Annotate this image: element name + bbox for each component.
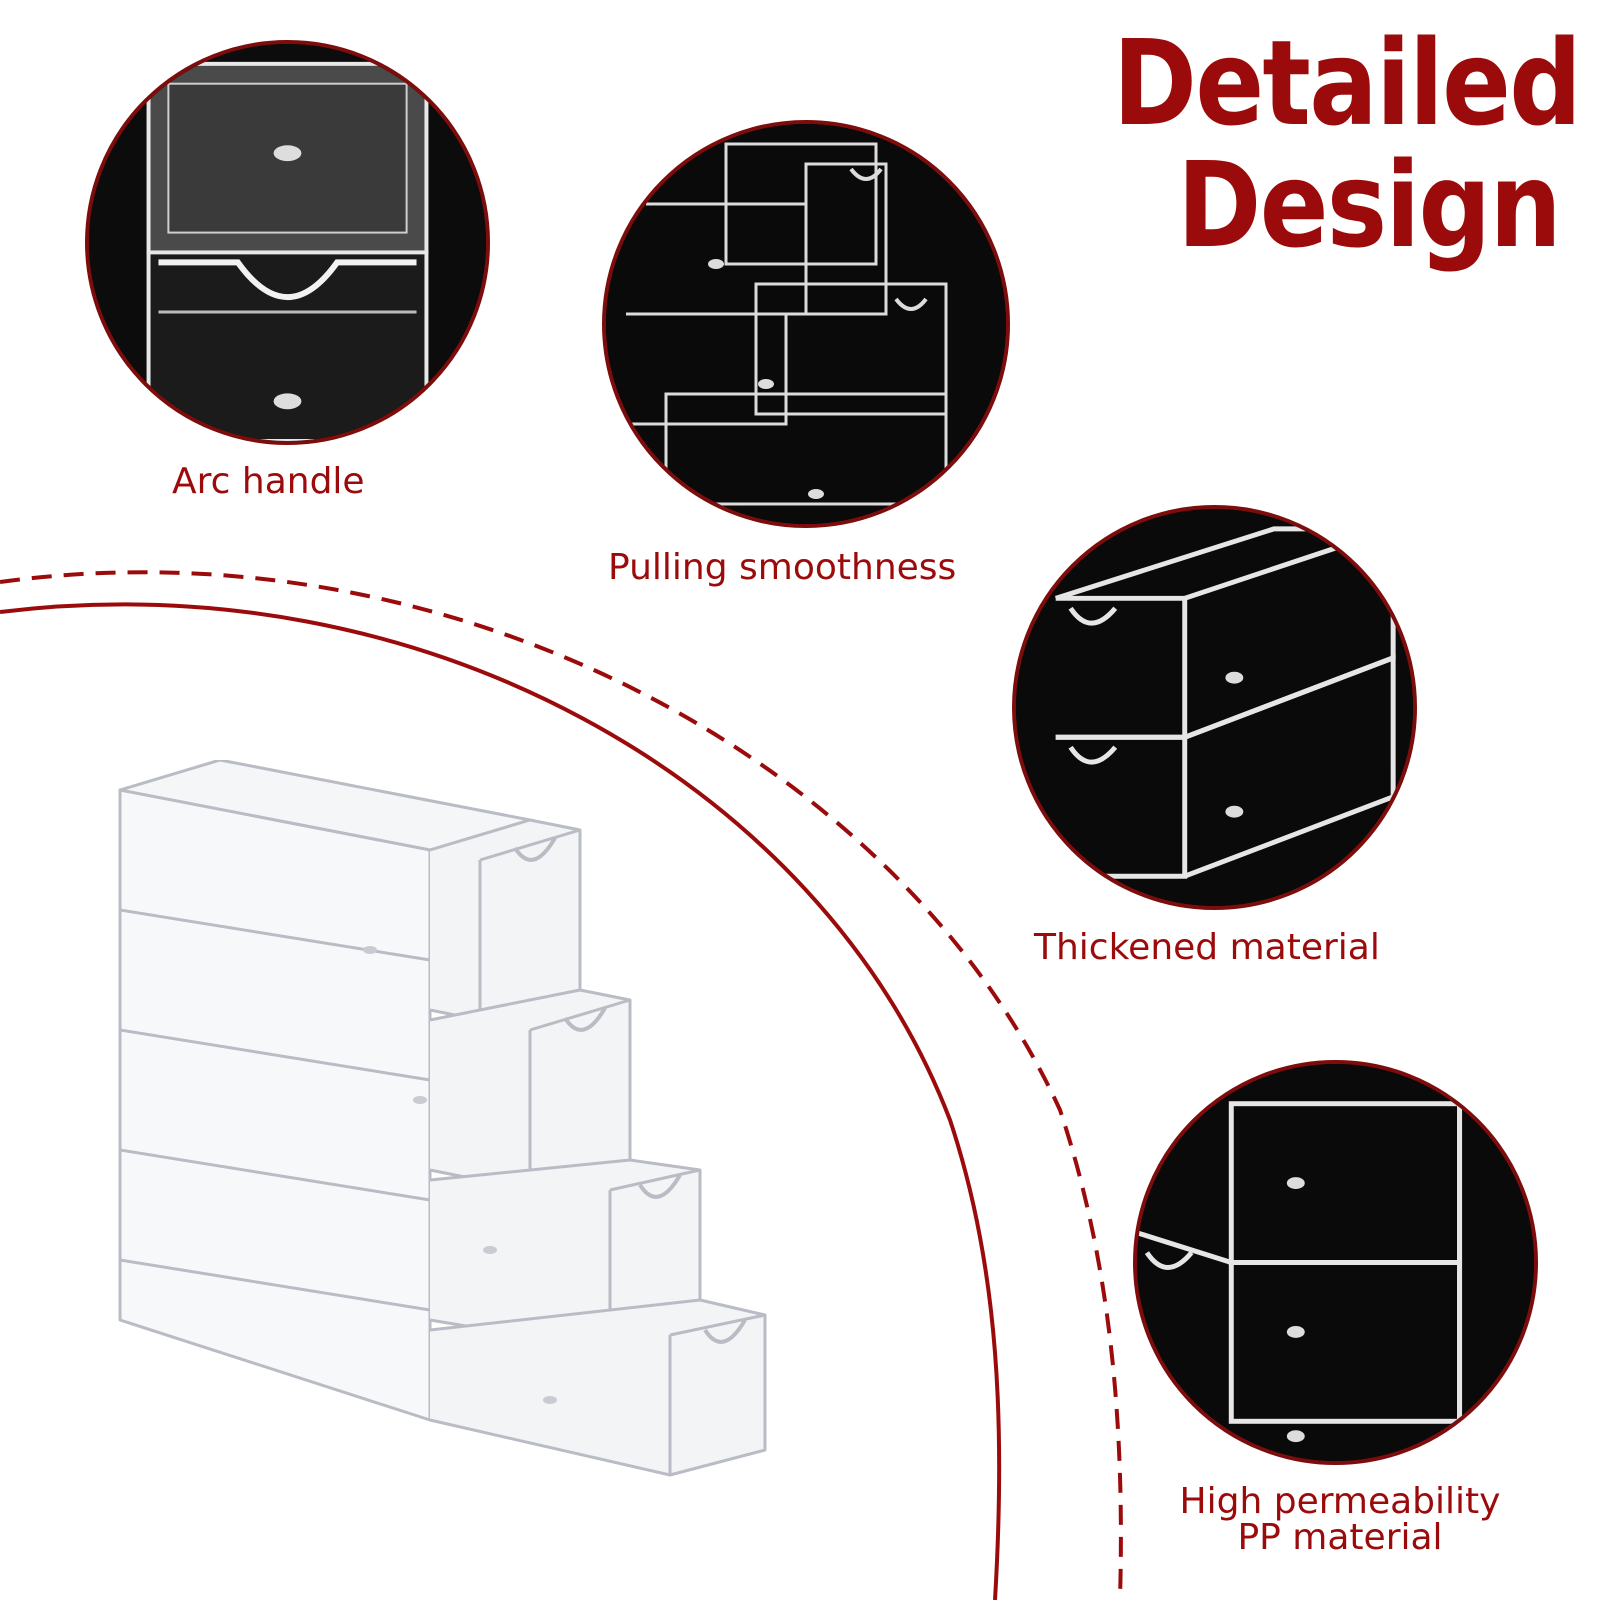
- feature-photo-pulling-smoothness: [602, 120, 1010, 528]
- feature-label-high-permeability-line-1: High permeability: [1179, 1481, 1501, 1522]
- dashed-arc: [0, 570, 1123, 1600]
- feature-label-arc-handle: Arc handle: [172, 461, 365, 502]
- feature-photo-high-permeability: [1133, 1060, 1538, 1465]
- headline-line-1: Detailed: [1112, 14, 1582, 152]
- feature-label-high-permeability: High permeability PP material: [1155, 1484, 1525, 1556]
- headline: Detailed Design: [1112, 14, 1582, 274]
- feature-photo-arc-handle: [85, 40, 490, 445]
- drawer-closeup-image: [89, 44, 486, 441]
- feature-label-high-permeability-line-2: PP material: [1237, 1517, 1443, 1558]
- thick-drawer-image: [1016, 509, 1413, 906]
- feature-photo-thickened-material: [1012, 505, 1417, 910]
- clear-material-image: [1137, 1064, 1534, 1461]
- staggered-drawers-image: [606, 124, 1006, 524]
- solid-arc: [0, 602, 1002, 1600]
- product-organizer-illustration: [118, 760, 767, 1477]
- feature-label-thickened-material: Thickened material: [1034, 927, 1380, 968]
- feature-label-pulling-smoothness: Pulling smoothness: [608, 547, 957, 588]
- headline-line-2: Design: [1177, 136, 1562, 274]
